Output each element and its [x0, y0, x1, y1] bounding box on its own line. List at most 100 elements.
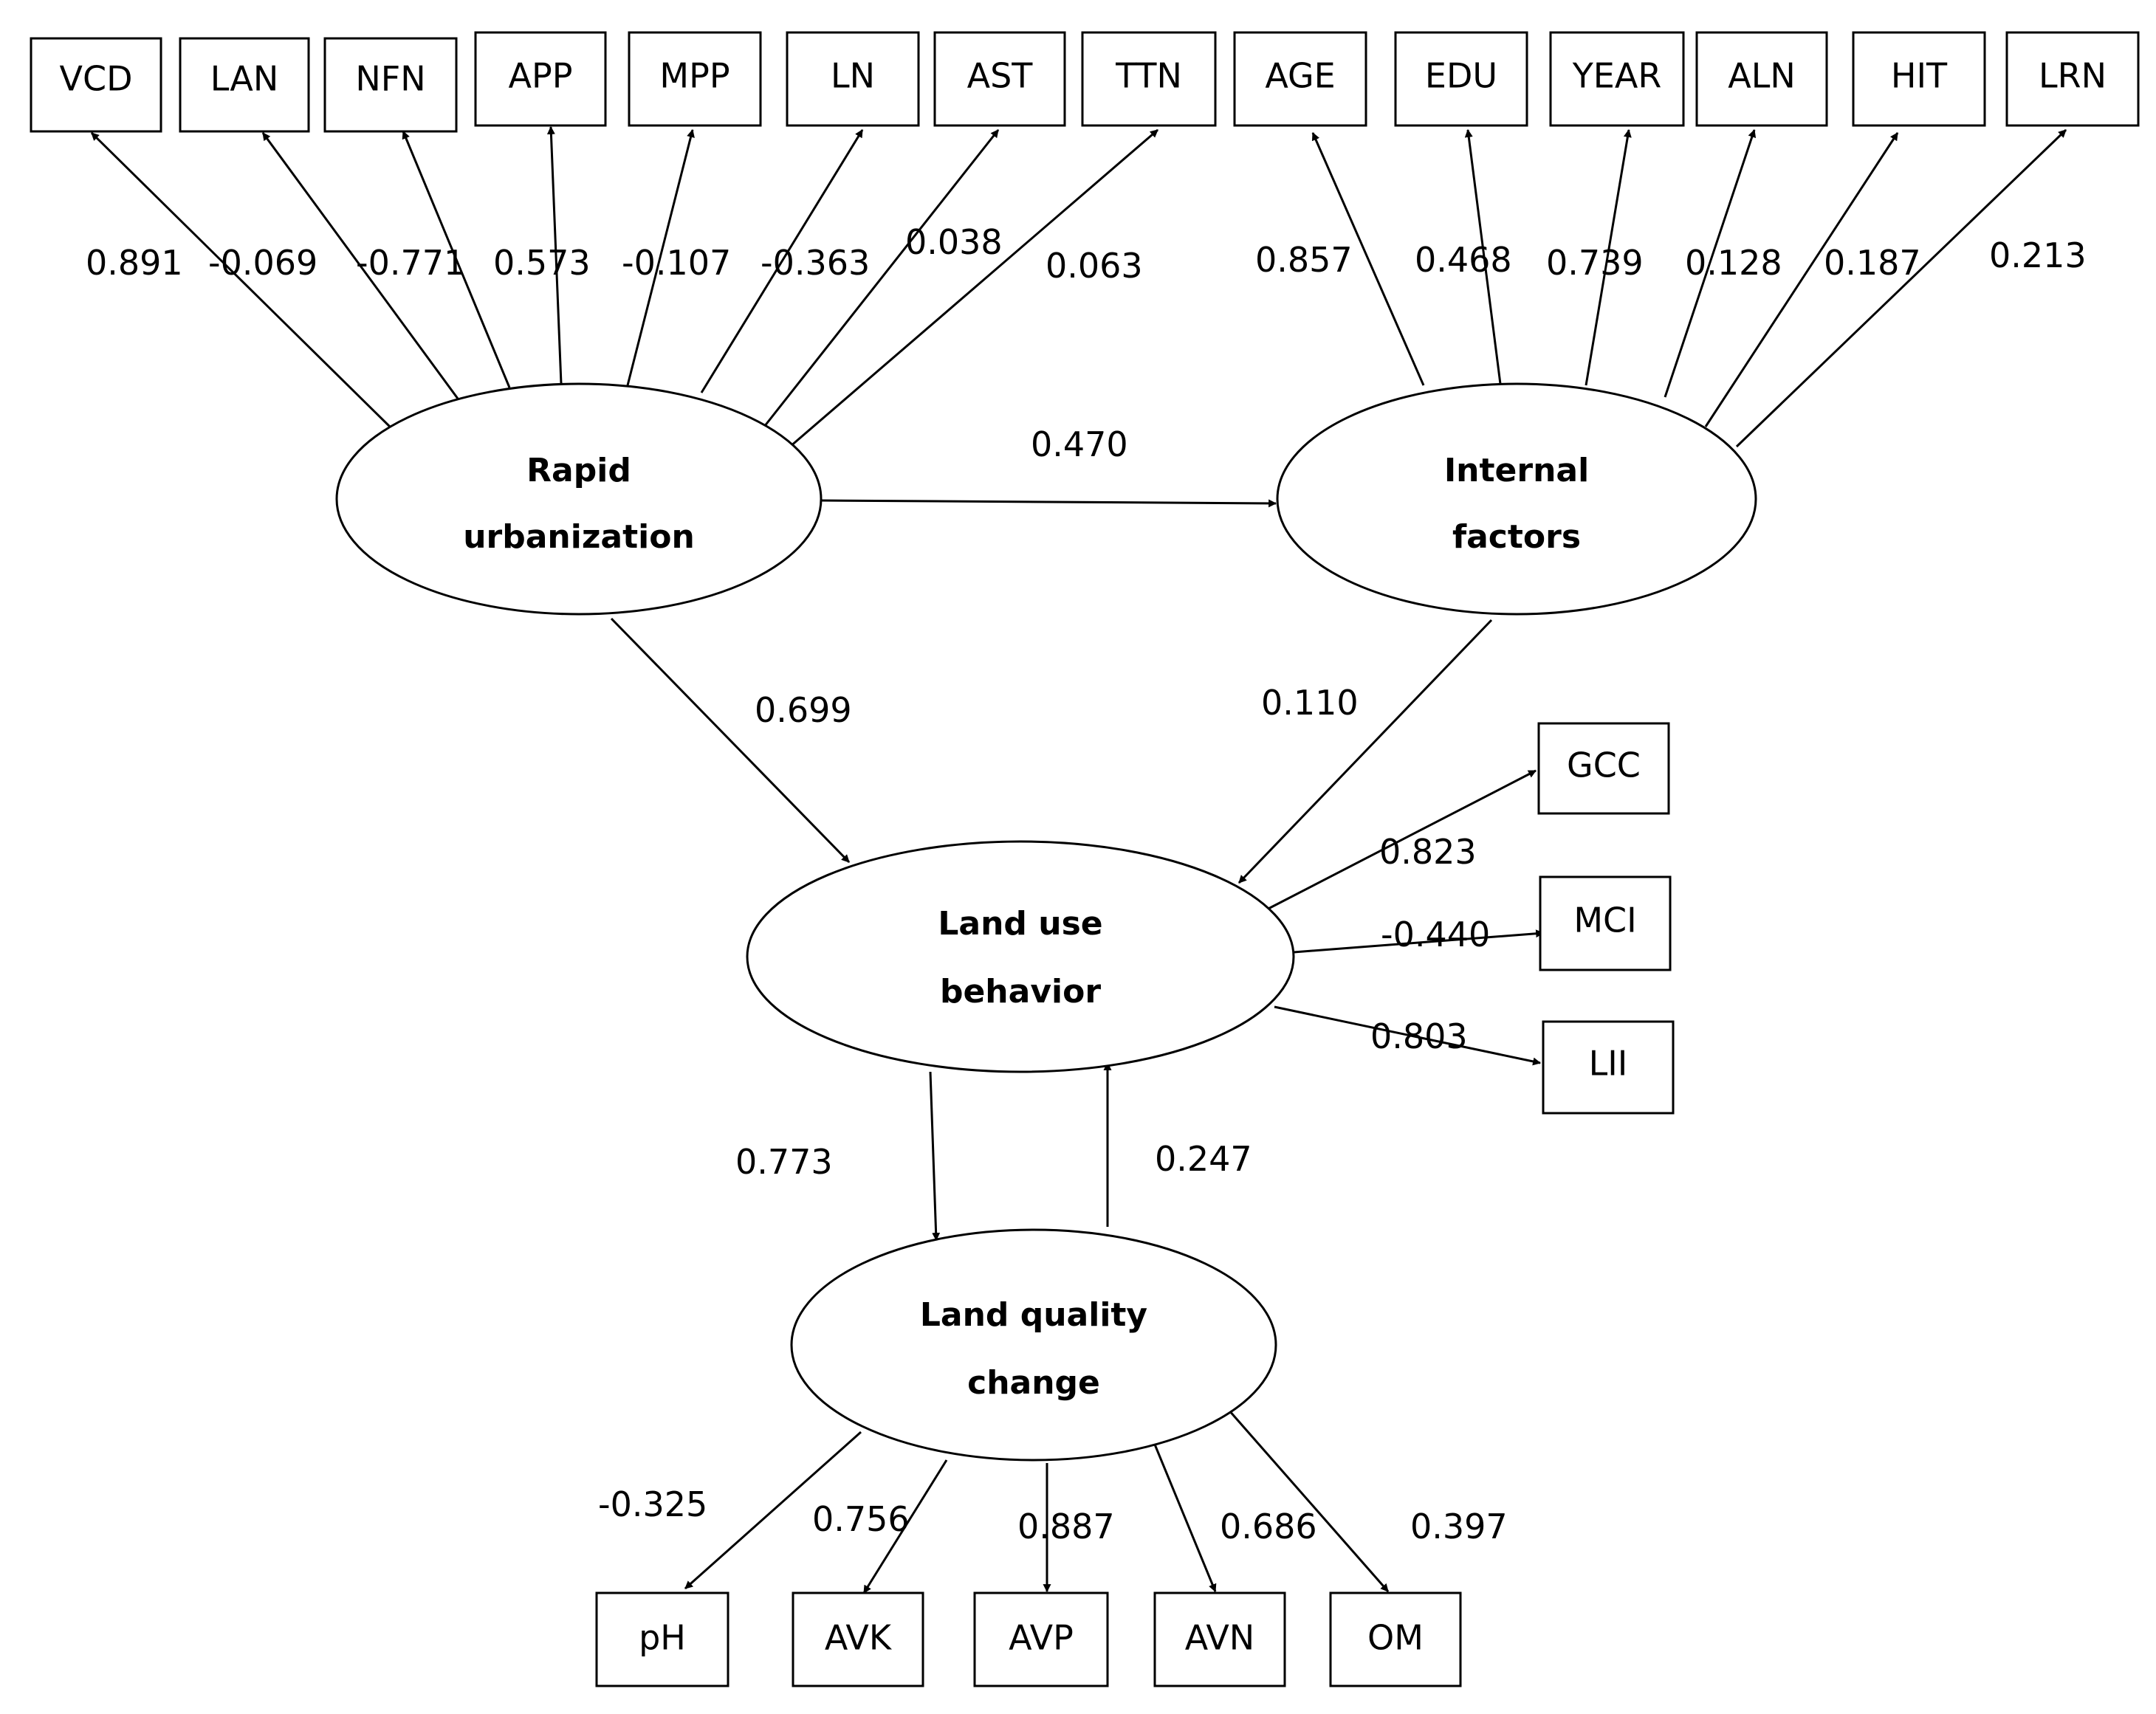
loading-lii: 0.803 — [1370, 1016, 1468, 1056]
loading-lan: -0.069 — [208, 243, 317, 283]
arrow-urbanization-behavior — [610, 617, 851, 864]
indicator-box-age — [1233, 31, 1367, 127]
indicator-label-gcc: GCC — [1567, 746, 1641, 785]
indicator-label-vcd: VCD — [59, 59, 132, 99]
quality-loadings: -0.325 0.756 0.887 0.686 0.397 — [598, 1484, 1508, 1546]
indicator-box-avn — [1153, 1591, 1286, 1687]
loading-mci: -0.440 — [1381, 915, 1490, 954]
arrow-internal-edu — [1464, 128, 1502, 385]
arrow-behavior-lii — [1274, 1005, 1542, 1066]
latent-label-behavior-1: Land use — [938, 905, 1102, 943]
arrow-urbanization-app — [546, 125, 563, 385]
arrow-quality-avn — [1152, 1440, 1217, 1593]
ellipse-internal-factors — [1276, 382, 1757, 616]
indicator-box-aln — [1695, 31, 1828, 127]
latent-label-behavior-2: behavior — [940, 973, 1101, 1011]
indicator-label-lrn: LRN — [2039, 56, 2107, 96]
arrow-behavior-gcc — [1263, 769, 1537, 912]
latent-label-urbanization-2: urbanization — [463, 518, 695, 556]
indicator-box-nfn — [323, 37, 458, 133]
loading-ast: 0.038 — [905, 222, 1003, 262]
path-coefficients: 0.470 0.699 0.110 0.773 0.247 — [735, 424, 1359, 1182]
indicator-box-mpp — [628, 31, 762, 127]
indicator-box-mci — [1539, 875, 1672, 971]
path-coef-quality-behavior: 0.247 — [1155, 1139, 1252, 1179]
indicator-label-avn: AVN — [1185, 1618, 1254, 1658]
indicator-label-hit: HIT — [1891, 56, 1948, 96]
indicator-label-lii: LII — [1589, 1044, 1628, 1084]
arrow-quality-avk — [862, 1459, 948, 1594]
arrow-urbanization-nfn — [402, 130, 511, 388]
path-coef-behavior-quality: 0.773 — [735, 1142, 833, 1182]
path-coef-internal-behavior: 0.110 — [1261, 683, 1359, 723]
indicator-box-hit — [1852, 31, 1986, 127]
loading-hit: 0.187 — [1824, 243, 1921, 283]
loading-lrn: 0.213 — [1989, 235, 2087, 275]
loading-ln: -0.363 — [761, 243, 870, 283]
loading-avp: 0.887 — [1017, 1507, 1115, 1546]
arrow-urbanization-mpp — [626, 128, 695, 386]
indicator-label-avk: AVK — [825, 1618, 893, 1658]
indicator-label-aln: ALN — [1728, 56, 1796, 96]
loading-gcc: 0.823 — [1379, 832, 1477, 872]
quality-indicators: pH AVK AVP AVN OM — [595, 1591, 1462, 1687]
arrow-urbanization-ast — [763, 129, 1000, 427]
behavior-loadings: 0.823 -0.440 0.803 — [1370, 832, 1490, 1056]
ellipse-land-quality-change — [790, 1228, 1277, 1462]
latent-label-quality-1: Land quality — [920, 1296, 1147, 1334]
indicator-box-ttn — [1081, 31, 1217, 127]
indicator-label-ttn: TTN — [1115, 56, 1182, 96]
loading-vcd: 0.891 — [86, 243, 183, 283]
arrow-urbanization-ttn — [789, 128, 1158, 448]
path-coef-urbanization-internal: 0.470 — [1031, 424, 1128, 464]
loading-om: 0.397 — [1410, 1507, 1508, 1546]
arrow-urbanization-ln — [700, 129, 864, 393]
loading-edu: 0.468 — [1415, 240, 1512, 280]
arrow-internal-age — [1311, 131, 1425, 386]
internal-indicators: AGE EDU YEAR ALN HIT LRN — [1233, 31, 2140, 127]
loading-year: 0.739 — [1546, 243, 1644, 283]
indicator-label-ast: AST — [967, 56, 1034, 96]
indicator-label-age: AGE — [1265, 56, 1335, 96]
indicator-label-om: OM — [1367, 1618, 1424, 1658]
latent-urbanization: Rapid urbanization — [335, 382, 823, 616]
indicator-label-avp: AVP — [1009, 1618, 1074, 1658]
arrow-urbanization-internal — [820, 499, 1277, 508]
arrows — [90, 125, 2067, 1594]
arrow-behavior-mci — [1293, 929, 1545, 954]
indicator-label-lan: LAN — [210, 59, 279, 99]
indicator-label-app: APP — [509, 56, 573, 96]
indicator-box-year — [1549, 31, 1685, 127]
indicator-box-avk — [792, 1591, 924, 1687]
loading-avn: 0.686 — [1220, 1507, 1317, 1546]
indicator-box-om — [1329, 1591, 1462, 1687]
indicator-label-edu: EDU — [1425, 56, 1497, 96]
indicator-label-mci: MCI — [1573, 901, 1636, 940]
indicator-box-avp — [973, 1591, 1109, 1687]
arrow-internal-year — [1585, 128, 1632, 386]
latent-internal: Internal factors — [1276, 382, 1757, 616]
arrow-quality-om — [1227, 1409, 1390, 1592]
arrow-urbanization-vcd — [90, 131, 393, 430]
indicator-box-ln — [786, 31, 920, 127]
urbanization-loadings: 0.891 -0.069 -0.771 0.573 -0.107 -0.363 … — [86, 222, 1143, 286]
loading-mpp: -0.107 — [622, 243, 731, 283]
indicator-box-lan — [179, 37, 310, 133]
loading-ttn: 0.063 — [1046, 246, 1143, 286]
latent-label-quality-2: change — [967, 1364, 1100, 1402]
indicator-box-ph — [595, 1591, 729, 1687]
arrow-behavior-quality — [929, 1071, 941, 1242]
arrow-internal-hit — [1704, 132, 1899, 427]
latent-label-urbanization-1: Rapid — [526, 452, 631, 489]
indicator-label-nfn: NFN — [355, 59, 425, 99]
latent-quality: Land quality change — [790, 1228, 1277, 1462]
indicator-box-lii — [1542, 1020, 1675, 1115]
indicator-label-mpp: MPP — [659, 56, 729, 96]
internal-loadings: 0.857 0.468 0.739 0.128 0.187 0.213 — [1255, 235, 2087, 283]
loading-aln: 0.128 — [1685, 243, 1782, 283]
arrow-internal-behavior — [1237, 619, 1493, 884]
latent-label-internal-2: factors — [1452, 518, 1581, 556]
latent-label-internal-1: Internal — [1444, 452, 1589, 489]
loading-app: 0.573 — [493, 243, 591, 283]
